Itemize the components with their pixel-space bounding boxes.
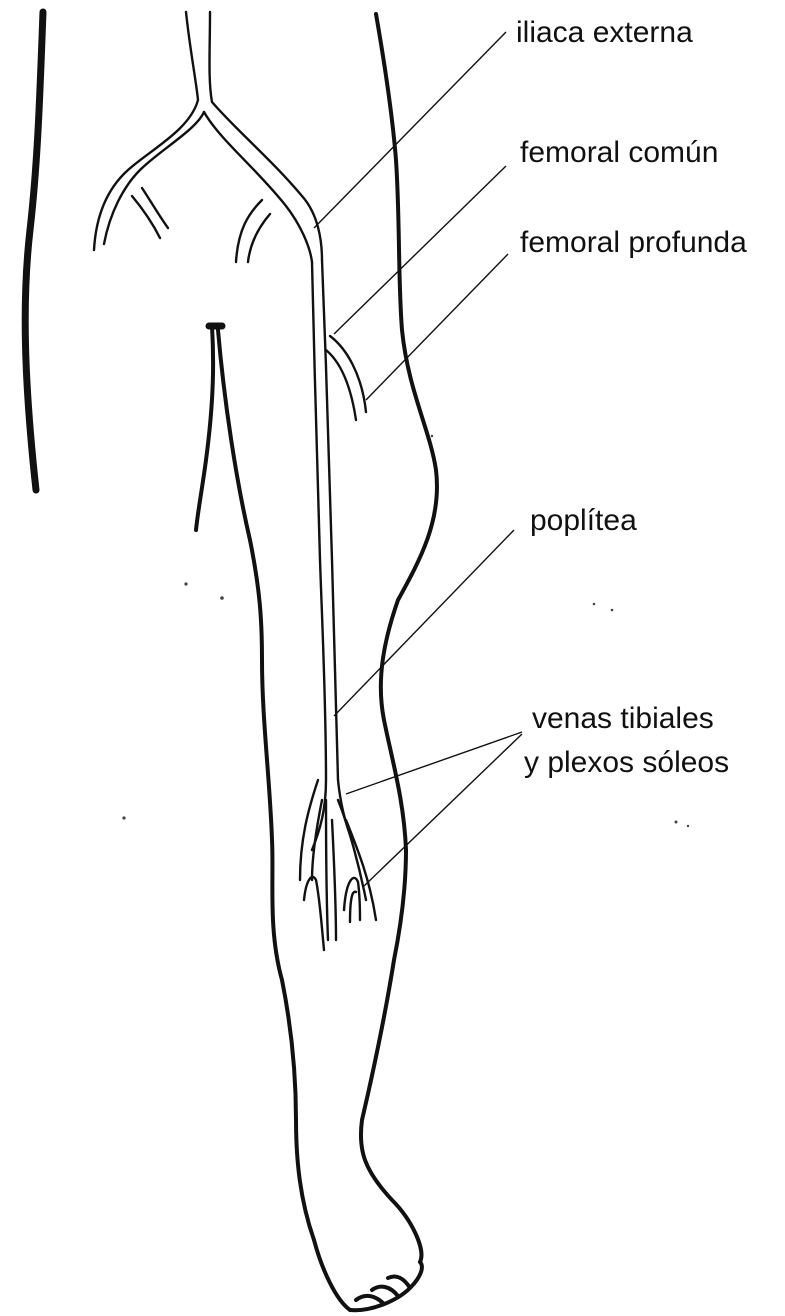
label-plexos-soleos: y plexos sóleos: [524, 746, 729, 779]
label-femoral-profunda: femoral profunda: [520, 226, 747, 259]
label-femoral-comun: femoral común: [520, 136, 718, 169]
vein-system: [94, 12, 376, 950]
soleal-plexus-loop-right: [344, 878, 360, 922]
deep-femoral-vein: [326, 336, 366, 420]
tibial-vein-branch-mid: [326, 800, 336, 940]
right-branch-vein: [236, 200, 270, 262]
left-hip-outline: [25, 12, 43, 490]
leader-femoral-profunda: [366, 254, 508, 400]
foot-outline: [350, 1262, 422, 1310]
label-iliaca-externa: iliaca externa: [516, 16, 693, 49]
vein-trunk-right-wall: [210, 12, 323, 260]
body-outline: [25, 12, 437, 1310]
leader-iliaca-externa: [314, 32, 506, 228]
labels: iliaca externa femoral común femoral pro…: [516, 16, 747, 779]
leader-tibiales-lower: [364, 734, 522, 886]
leader-poplitea: [334, 530, 514, 716]
inner-thigh-outline: [196, 326, 213, 530]
label-poplitea: poplítea: [530, 504, 637, 537]
leader-femoral-comun: [334, 166, 506, 334]
left-branch-vein: [132, 188, 168, 238]
soleal-plexus-loop-left: [304, 877, 324, 950]
leader-tibiales-upper: [346, 732, 522, 794]
leader-lines: [314, 32, 522, 886]
right-outer-leg-outline: [361, 14, 437, 1262]
femoral-vein-left-wall: [312, 262, 326, 850]
label-venas-tibiales: venas tibiales: [532, 702, 714, 735]
